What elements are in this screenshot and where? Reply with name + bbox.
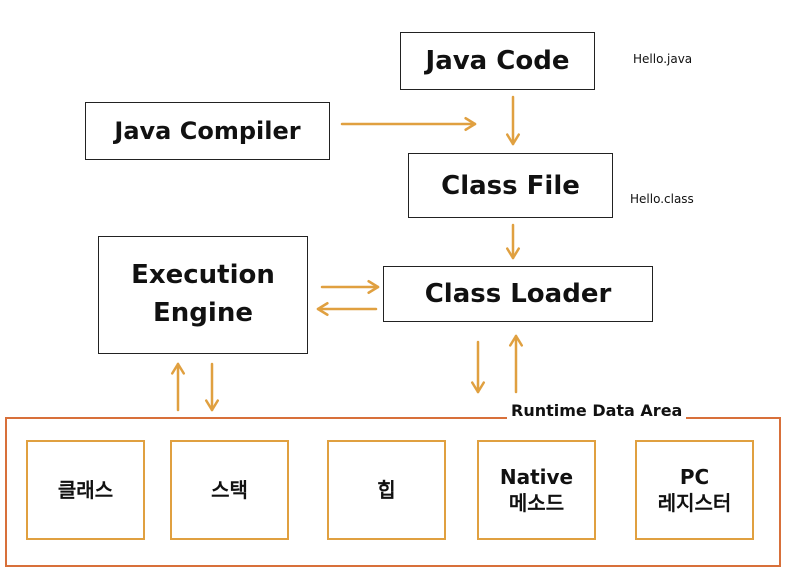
stack-area-label: 스택 [211, 478, 248, 502]
runtime-data-area [5, 417, 781, 567]
pc-register-label-line2: 레지스터 [657, 491, 732, 515]
native-method-area-box: Native 메소드 [477, 440, 596, 540]
heap-area-box: 힙 [327, 440, 446, 540]
execution-engine-label-line2: Engine [153, 298, 253, 328]
class-file-box: Class File [408, 153, 613, 218]
java-compiler-label: Java Compiler [114, 117, 301, 145]
java-code-box: Java Code [400, 32, 595, 90]
native-method-label-line1: Native [499, 465, 574, 489]
arrow-class-file-to-loader [506, 223, 520, 260]
arrow-engine-to-loader [320, 280, 380, 294]
class-loader-label: Class Loader [424, 279, 612, 309]
arrow-engine-to-runtime [205, 362, 219, 412]
class-file-label: Class File [441, 170, 580, 201]
class-loader-box: Class Loader [383, 266, 653, 322]
arrow-runtime-to-engine [171, 362, 185, 412]
runtime-data-area-label: Runtime Data Area [507, 401, 687, 420]
class-area-box: 클래스 [26, 440, 145, 540]
class-area-label: 클래스 [57, 478, 114, 502]
pc-register-area-box: PC 레지스터 [635, 440, 754, 540]
hello-class-note: Hello.class [630, 192, 694, 206]
arrow-compiler-to-flow [340, 117, 477, 131]
arrow-loader-to-runtime [471, 340, 485, 394]
hello-java-note: Hello.java [633, 52, 693, 66]
native-method-label-line2: 메소드 [508, 491, 565, 515]
arrow-loader-to-engine [316, 302, 378, 316]
java-compiler-box: Java Compiler [85, 102, 330, 160]
execution-engine-box: Execution Engine [98, 236, 308, 354]
arrow-java-code-to-class-file [506, 95, 520, 146]
heap-area-label: 힙 [377, 478, 396, 502]
stack-area-box: 스택 [170, 440, 289, 540]
arrow-runtime-to-loader [509, 334, 523, 394]
pc-register-label-line1: PC [679, 465, 710, 489]
execution-engine-label-line1: Execution [131, 260, 275, 291]
java-code-label: Java Code [425, 46, 570, 76]
